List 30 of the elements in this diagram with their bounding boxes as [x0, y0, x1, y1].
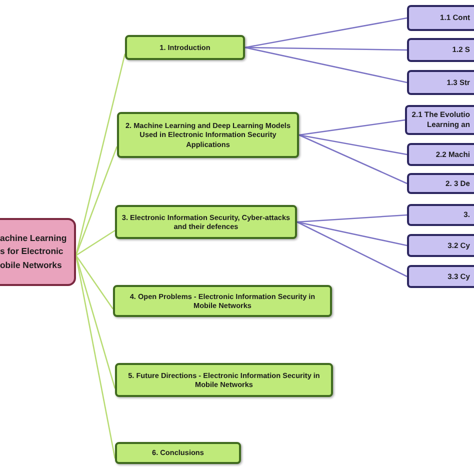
section-box — [117, 112, 299, 158]
subsection-box — [407, 5, 474, 31]
section-box — [115, 205, 297, 239]
subsection-box — [405, 105, 474, 135]
section-box — [125, 35, 245, 60]
connector-line — [298, 134, 408, 156]
connector-line — [76, 230, 116, 256]
connector-line — [75, 255, 116, 389]
section-box — [115, 363, 333, 397]
connector-line — [75, 146, 118, 256]
subsection-box — [407, 173, 474, 194]
connector-line — [296, 214, 408, 223]
section-box — [113, 285, 332, 317]
subsection-box — [407, 70, 474, 95]
section-box — [115, 442, 241, 464]
subsection-box — [407, 265, 474, 288]
connector-line — [75, 255, 114, 310]
connector-line — [298, 119, 406, 136]
connector-line — [296, 221, 408, 278]
connector-line — [296, 221, 408, 246]
topic-box — [0, 218, 76, 286]
connector-line — [245, 46, 407, 51]
subsection-box — [407, 204, 474, 226]
subsection-box — [407, 143, 474, 166]
connector-line — [244, 17, 408, 48]
subsection-box — [407, 38, 474, 62]
connector-line — [244, 46, 408, 84]
node-label: achine Learning s for Electronic obile Networks — [0, 232, 68, 272]
connector-line — [298, 134, 408, 184]
subsection-box — [407, 234, 474, 257]
